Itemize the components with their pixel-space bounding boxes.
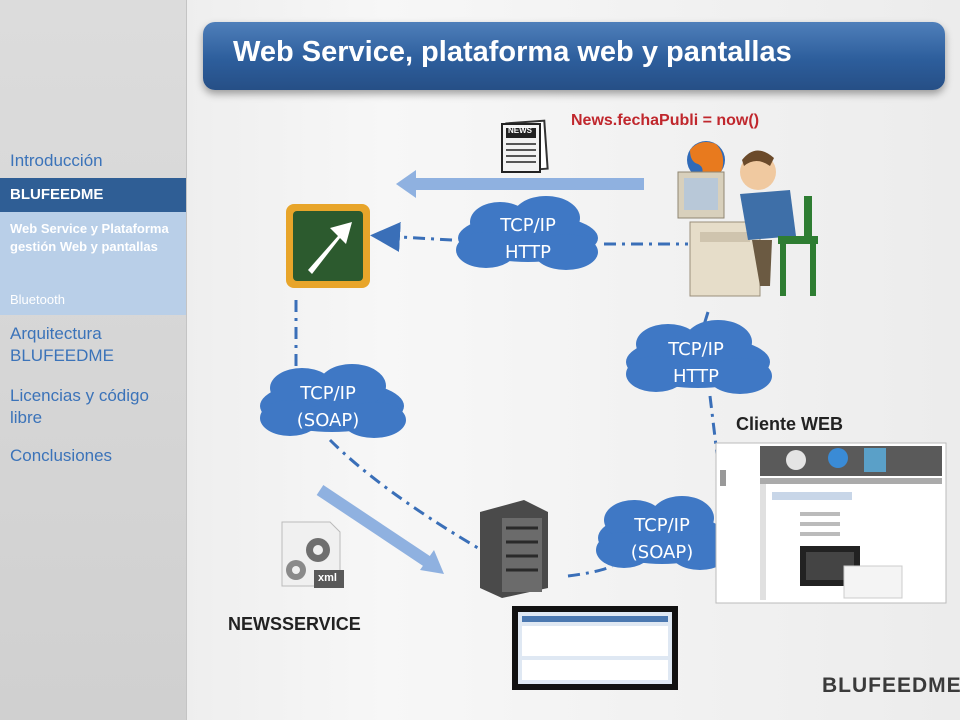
flow-arrow-bottom [316, 485, 444, 574]
xml-file-icon [281, 521, 344, 588]
sidebar-item-conclusiones[interactable]: Conclusiones [10, 446, 113, 465]
app-arrow-icon [286, 204, 370, 288]
sidebar-item-arquitectura[interactable]: Arquitectura BLUFEEDME [10, 324, 114, 365]
brand-logo: BLUFEEDME [822, 674, 960, 697]
display-screen-icon [512, 606, 678, 690]
cloud-bottom-label: TCP/IP (SOAP) [612, 512, 712, 566]
server-rack-icon [480, 500, 548, 598]
xml-icon-text: xml [318, 572, 337, 584]
cloud-left-line1: TCP/IP [300, 383, 356, 404]
client-label: Cliente WEB [736, 414, 844, 434]
title-banner: Web Service, plataforma web y pantallas [203, 22, 945, 90]
cloud-right [626, 320, 772, 394]
sidebar-subitem-web-service[interactable]: Web Service y Plataforma gestión Web y p… [10, 221, 169, 254]
cloud-right-line1: TCP/IP [668, 339, 724, 360]
cloud-left [260, 364, 406, 438]
cloud-top-line1: TCP/IP [500, 215, 556, 236]
sidebar-submenu: Web Service y Plataforma gestión Web y p… [0, 212, 186, 315]
cloud-bottom-line1: TCP/IP [634, 515, 690, 536]
cloud-left-label: TCP/IP (SOAP) [278, 380, 378, 434]
sidebar-subitem-bluetooth[interactable]: Bluetooth [10, 292, 65, 307]
cloud-right-label: TCP/IP HTTP [646, 336, 746, 390]
cloud-top [456, 196, 598, 270]
browser-globe-icon [687, 141, 725, 179]
sidebar-item-blufeedme[interactable]: BLUFEEDME [0, 178, 186, 212]
cloud-bottom [596, 496, 730, 570]
sidebar-item-licencias[interactable]: Licencias y código libre [10, 386, 149, 427]
service-label: NEWSSERVICE [228, 614, 361, 634]
formula-label: News.fechaPubli = now() [571, 112, 760, 129]
flow-arrow-top [396, 170, 644, 198]
cloud-bottom-line2: (SOAP) [630, 542, 694, 563]
news-icon-text: NEWS [508, 126, 532, 135]
cloud-top-label: TCP/IP HTTP [478, 212, 578, 266]
cloud-right-line2: HTTP [672, 366, 720, 387]
cloud-shapes [260, 196, 772, 570]
person-at-computer [677, 150, 818, 297]
sidebar: Introducción BLUFEEDME Web Service y Pla… [0, 0, 187, 720]
page-title: Web Service, plataforma web y pantallas [233, 36, 792, 68]
cloud-left-line2: (SOAP) [296, 410, 360, 431]
web-client-screenshot [715, 442, 947, 604]
sidebar-item-introduccion[interactable]: Introducción [10, 151, 103, 170]
cloud-top-line2: HTTP [504, 242, 552, 263]
newspaper-icon [501, 119, 549, 173]
